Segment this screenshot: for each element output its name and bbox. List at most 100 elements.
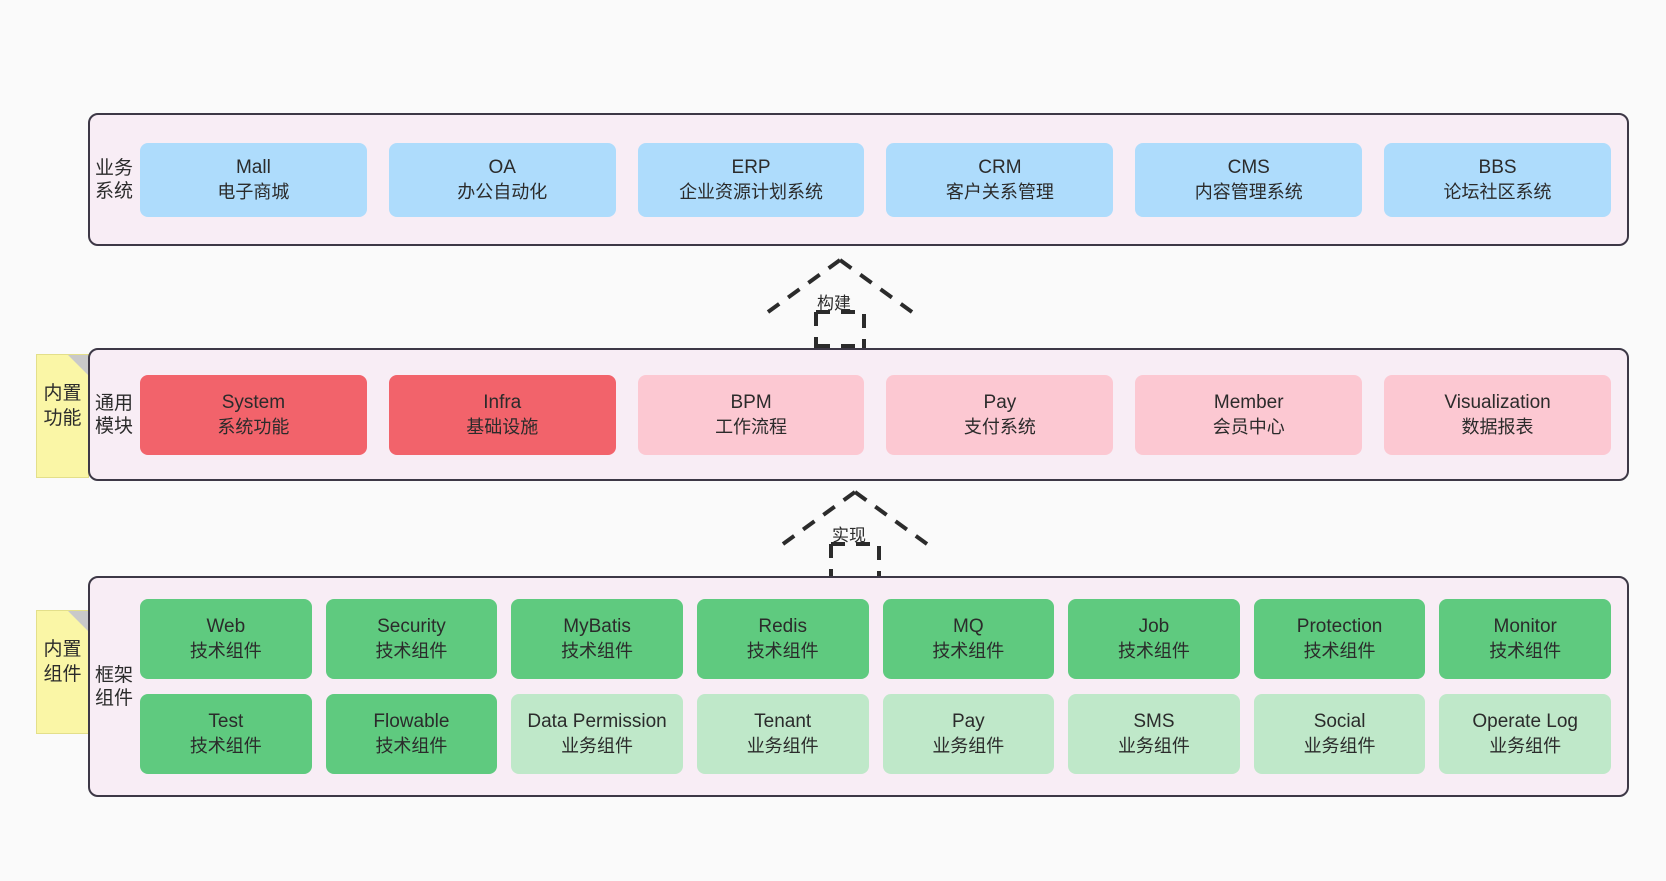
layer-body-framework: Web 技术组件 Security 技术组件 MyBatis 技术组件 Redi…: [138, 599, 1627, 774]
tech-component-row: Web 技术组件 Security 技术组件 MyBatis 技术组件 Redi…: [140, 599, 1611, 679]
card-title: BBS: [1478, 156, 1517, 178]
note-builtin-component: 内置组件: [36, 610, 89, 734]
card-operate-log[interactable]: Operate Log 业务组件: [1439, 694, 1611, 774]
card-subtitle: 业务组件: [1117, 736, 1190, 756]
card-subtitle: 工作流程: [715, 416, 788, 437]
card-mq[interactable]: MQ 技术组件: [882, 599, 1055, 679]
module-card-row: System 系统功能 Infra 基础设施 BPM 工作流程 Pay 支付系统…: [140, 374, 1611, 455]
card-subtitle: 业务组件: [1489, 736, 1562, 756]
card-subtitle: 系统功能: [217, 416, 290, 437]
business-component-row: Test 技术组件 Flowable 技术组件 Data Permission …: [140, 694, 1611, 774]
card-title: Visualization: [1444, 391, 1551, 413]
card-subtitle: 企业资源计划系统: [679, 181, 824, 202]
note-fold-corner: [68, 611, 88, 631]
card-title: Social: [1313, 711, 1366, 732]
card-subtitle: 客户关系管理: [945, 181, 1054, 202]
card-subtitle: 业务组件: [932, 736, 1005, 756]
card-subtitle: 技术组件: [1303, 641, 1376, 661]
card-subtitle: 技术组件: [932, 641, 1005, 661]
card-title: CRM: [978, 156, 1022, 178]
card-title: Redis: [758, 616, 807, 637]
card-subtitle: 办公自动化: [457, 181, 548, 202]
card-subtitle: 支付系统: [963, 416, 1036, 437]
card-erp[interactable]: ERP 企业资源计划系统: [637, 142, 865, 217]
card-subtitle: 技术组件: [189, 736, 262, 756]
card-infra[interactable]: Infra 基础设施: [388, 374, 616, 455]
layer-body-modules: System 系统功能 Infra 基础设施 BPM 工作流程 Pay 支付系统…: [138, 374, 1627, 455]
card-title: Pay: [983, 391, 1017, 413]
card-title: SMS: [1133, 711, 1175, 732]
card-mall[interactable]: Mall 电子商城: [140, 142, 367, 217]
card-subtitle: 内容管理系统: [1194, 181, 1303, 202]
note-label: 内置功能: [43, 383, 82, 429]
card-subtitle: 业务组件: [746, 736, 819, 756]
card-title: Infra: [483, 391, 522, 413]
card-title: Pay: [951, 711, 985, 732]
card-subtitle: 业务组件: [1303, 736, 1376, 756]
card-subtitle: 电子商城: [217, 181, 290, 202]
layer-body-business: Mall 电子商城 OA 办公自动化 ERP 企业资源计划系统 CRM 客户关系…: [138, 142, 1627, 217]
card-cms[interactable]: CMS 内容管理系统: [1135, 142, 1363, 217]
card-pay-component[interactable]: Pay 业务组件: [882, 694, 1055, 774]
card-job[interactable]: Job 技术组件: [1068, 599, 1240, 679]
note-fold-corner: [68, 355, 88, 375]
card-title: MyBatis: [563, 616, 631, 637]
card-test[interactable]: Test 技术组件: [140, 694, 312, 774]
card-redis[interactable]: Redis 技术组件: [696, 599, 869, 679]
card-subtitle: 技术组件: [1489, 641, 1562, 661]
card-title: Mall: [235, 156, 271, 178]
card-title: Operate Log: [1472, 711, 1578, 732]
card-crm[interactable]: CRM 客户关系管理: [886, 142, 1114, 217]
card-member[interactable]: Member 会员中心: [1135, 374, 1363, 455]
card-subtitle: 数据报表: [1461, 416, 1534, 437]
card-subtitle: 基础设施: [466, 416, 539, 437]
card-title: ERP: [731, 156, 771, 178]
card-title: Member: [1213, 391, 1284, 413]
card-system[interactable]: System 系统功能: [140, 374, 367, 455]
card-title: Security: [377, 616, 446, 637]
card-visualization[interactable]: Visualization 数据报表: [1384, 374, 1611, 455]
card-mybatis[interactable]: MyBatis 技术组件: [511, 599, 683, 679]
card-social[interactable]: Social 业务组件: [1253, 694, 1426, 774]
card-sms[interactable]: SMS 业务组件: [1068, 694, 1240, 774]
card-title: Monitor: [1493, 616, 1557, 637]
card-subtitle: 会员中心: [1212, 416, 1285, 437]
note-builtin-function: 内置功能: [36, 354, 89, 478]
layer-common-modules: 通用模块 System 系统功能 Infra 基础设施 BPM 工作流程 Pay: [88, 348, 1629, 481]
connector-implement: 实现: [775, 488, 935, 580]
card-subtitle: 技术组件: [189, 641, 262, 661]
layer-title-business: 业务系统: [94, 157, 133, 202]
card-oa[interactable]: OA 办公自动化: [388, 142, 616, 217]
card-pay-module[interactable]: Pay 支付系统: [886, 374, 1114, 455]
card-subtitle: 论坛社区系统: [1443, 181, 1552, 202]
card-web[interactable]: Web 技术组件: [140, 599, 312, 679]
layer-title-framework: 框架组件: [94, 664, 133, 709]
card-subtitle: 技术组件: [746, 641, 819, 661]
card-title: System: [221, 391, 286, 413]
layer-title-modules: 通用模块: [94, 392, 133, 437]
card-bbs[interactable]: BBS 论坛社区系统: [1384, 142, 1611, 217]
card-title: Flowable: [373, 711, 450, 732]
connector-implement-label: 实现: [832, 526, 866, 545]
note-label: 内置组件: [43, 639, 82, 685]
card-flowable[interactable]: Flowable 技术组件: [325, 694, 498, 774]
card-subtitle: 业务组件: [561, 736, 634, 756]
card-title: Job: [1138, 616, 1170, 637]
card-title: BPM: [730, 391, 772, 413]
card-subtitle: 技术组件: [561, 641, 634, 661]
card-title: CMS: [1227, 156, 1270, 178]
card-title: MQ: [953, 616, 984, 637]
card-title: Data Permission: [527, 711, 667, 732]
card-tenant[interactable]: Tenant 业务组件: [696, 694, 869, 774]
layer-framework-components: 框架组件 Web 技术组件 Security 技术组件 MyBatis 技术组件…: [88, 576, 1629, 797]
card-data-permission[interactable]: Data Permission 业务组件: [511, 694, 683, 774]
layer-business-system: 业务系统 Mall 电子商城 OA 办公自动化 ERP 企业资源计划系统 CRM: [88, 113, 1629, 246]
generalization-arrow-icon: [766, 258, 914, 348]
card-monitor[interactable]: Monitor 技术组件: [1439, 599, 1611, 679]
card-subtitle: 技术组件: [375, 641, 448, 661]
connector-build: 构建: [760, 256, 920, 348]
card-security[interactable]: Security 技术组件: [325, 599, 498, 679]
card-bpm[interactable]: BPM 工作流程: [637, 374, 865, 455]
card-title: Test: [208, 711, 244, 732]
card-protection[interactable]: Protection 技术组件: [1253, 599, 1426, 679]
